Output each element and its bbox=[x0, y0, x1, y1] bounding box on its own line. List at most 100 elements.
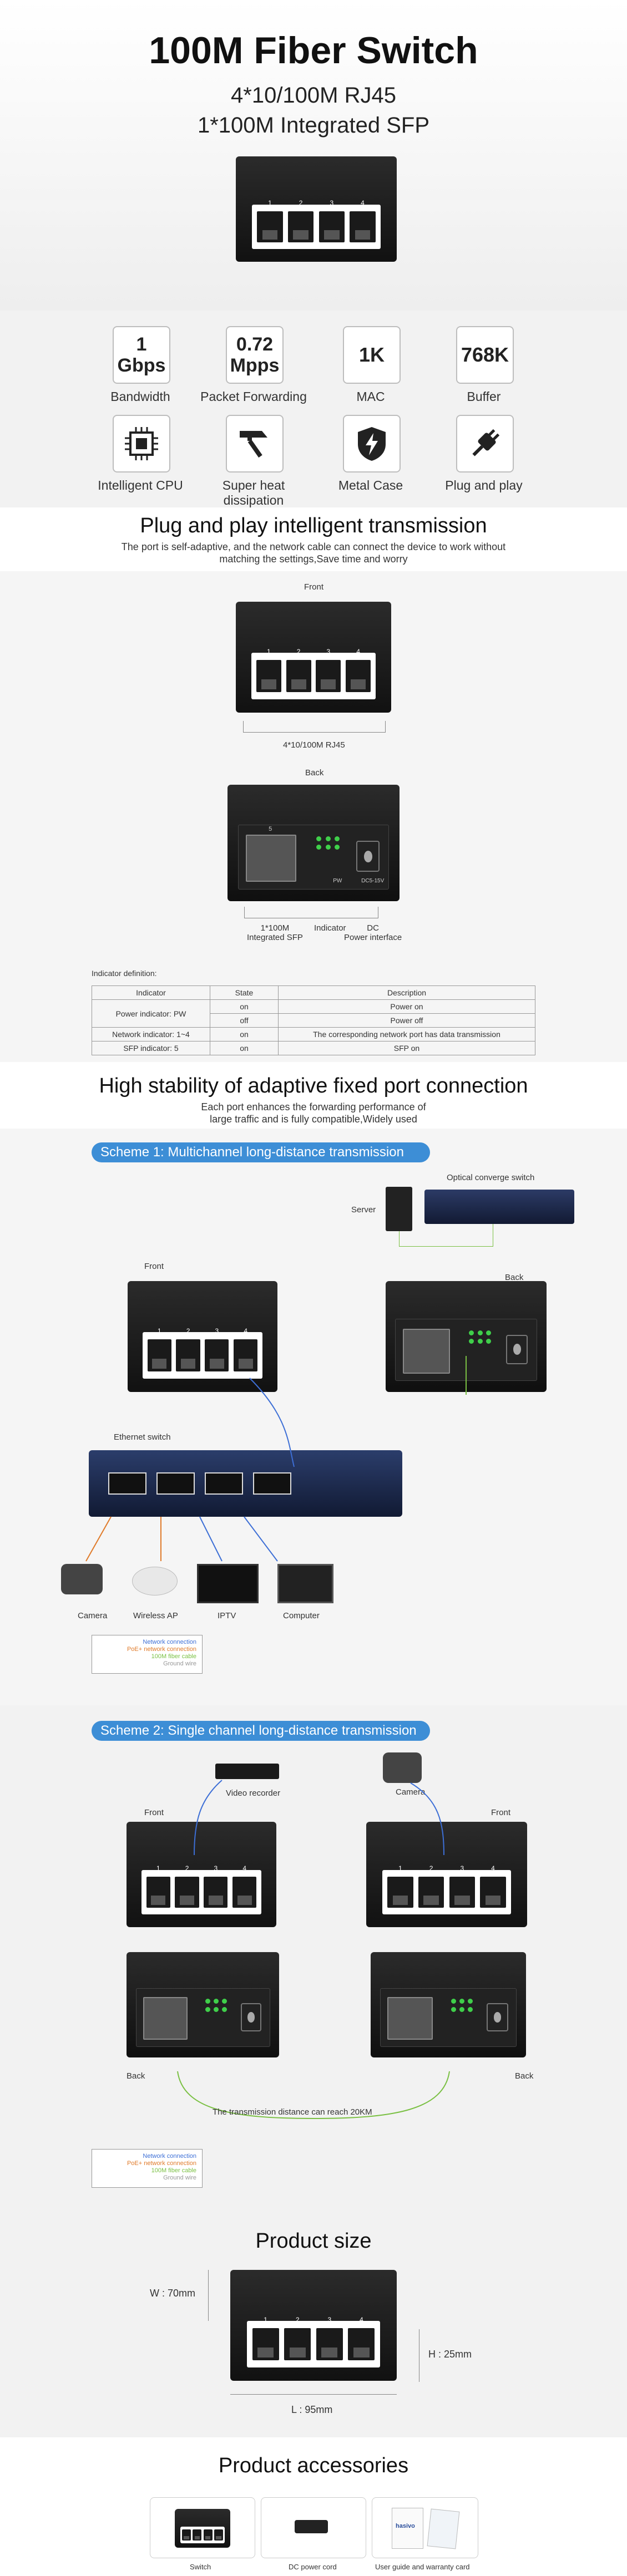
scheme1-section: High stability of adaptive fixed port co… bbox=[0, 1062, 627, 1705]
back-label: Back bbox=[305, 768, 324, 778]
hero-line1: 4*10/100M RJ45 bbox=[231, 83, 396, 108]
scheme2-front-right: 1 2 3 4 bbox=[366, 1822, 527, 1927]
plug-title: Plug and play intelligent transmission bbox=[140, 514, 487, 537]
features-section: 1 Gbps Bandwidth 0.72 Mpps Packet Forwar… bbox=[0, 311, 627, 507]
heat-dissipation-label: Super heat dissipation bbox=[222, 478, 285, 507]
scheme2-legend: Network connection PoE+ network connecti… bbox=[92, 2149, 203, 2188]
accessory-switch-label: Switch bbox=[190, 2563, 211, 2571]
link-server-h bbox=[399, 1246, 493, 1247]
packet-forwarding-label: Packet Forwarding bbox=[200, 389, 307, 404]
stability-title: High stability of adaptive fixed port co… bbox=[99, 1074, 528, 1098]
cpu-icon bbox=[113, 415, 170, 472]
scheme2-back-left bbox=[127, 1952, 279, 2057]
back-label-s1: Back bbox=[505, 1273, 524, 1282]
stability-subtitle: Each port enhances the forwarding perfor… bbox=[201, 1101, 426, 1125]
accessory-guide-card: hasivo bbox=[372, 2497, 478, 2558]
hammer-icon bbox=[226, 415, 284, 472]
back-indicator-label: Indicator bbox=[314, 923, 346, 933]
dc-text: DC5-15V bbox=[361, 877, 385, 884]
scheme1-title: Scheme 1: Multichannel long-distance tra… bbox=[92, 1142, 430, 1162]
guide-brand: hasivo bbox=[396, 2523, 415, 2529]
iptv-icon bbox=[197, 1564, 259, 1603]
scheme1-legend: Network connection PoE+ network connecti… bbox=[92, 1635, 203, 1674]
accessory-guide-label: User guide and warranty card bbox=[375, 2563, 470, 2571]
cpu-label: Intelligent CPU bbox=[98, 478, 183, 492]
ethernet-switch-icon bbox=[89, 1450, 402, 1517]
server-icon bbox=[386, 1187, 412, 1231]
scheme2-links bbox=[177, 1780, 450, 2120]
device-wireless-ap: Wireless AP bbox=[133, 1611, 178, 1620]
video-recorder-label: Video recorder bbox=[226, 1789, 281, 1798]
front-left-label: Front bbox=[144, 1808, 164, 1817]
hero-title: 100M Fiber Switch bbox=[149, 29, 478, 72]
hero-section: 100M Fiber Switch 4*10/100M RJ45 1*100M … bbox=[0, 0, 627, 311]
legend-fiber: 100M fiber cable bbox=[151, 1653, 196, 1660]
optical-switch-icon bbox=[424, 1190, 574, 1224]
distance-label: The transmission distance can reach 20KM bbox=[213, 2107, 372, 2117]
size-section: Product size 1 2 3 4 W : 70mm H : 25mm L… bbox=[0, 2216, 627, 2437]
length-label: L : 95mm bbox=[291, 2404, 333, 2415]
back-dc-label: DC Power interface bbox=[344, 923, 402, 942]
accessory-switch-card bbox=[150, 2497, 255, 2558]
scheme1-bg bbox=[0, 1129, 627, 1705]
front-right-label: Front bbox=[491, 1808, 511, 1817]
plug-section: Plug and play intelligent transmission T… bbox=[0, 507, 627, 1062]
size-title: Product size bbox=[255, 2229, 372, 2253]
metal-case-label: Metal Case bbox=[338, 478, 403, 492]
guide-booklet-icon: hasivo bbox=[392, 2508, 423, 2549]
width-label: W : 70mm bbox=[150, 2288, 196, 2299]
pw-text: PW bbox=[333, 877, 342, 884]
switch-front-image: 1 2 3 4 bbox=[236, 156, 397, 262]
shield-bolt-icon bbox=[343, 415, 401, 472]
indicator-heading: Indicator definition: bbox=[92, 969, 157, 978]
scheme2-front-left: 1 2 3 4 bbox=[127, 1822, 276, 1927]
computer-icon bbox=[277, 1564, 333, 1603]
plug-back-device: 5 PW DC5-15V bbox=[227, 785, 400, 901]
back-right-label: Back bbox=[515, 2071, 534, 2081]
back-bracket bbox=[244, 907, 378, 918]
accessories-title: Product accessories bbox=[218, 2454, 409, 2477]
camera2-label: Camera bbox=[396, 1787, 426, 1797]
power-cord-icon bbox=[295, 2520, 328, 2533]
length-dim-line bbox=[230, 2394, 397, 2395]
front-label-s1: Front bbox=[144, 1262, 164, 1271]
server-label: Server bbox=[351, 1205, 376, 1215]
accessories-section: Product accessories Switch DC power cord… bbox=[0, 2437, 627, 2576]
legend-poe: PoE+ network connection bbox=[127, 1646, 196, 1653]
device-iptv: IPTV bbox=[218, 1611, 236, 1620]
scheme2-back-right bbox=[371, 1952, 526, 2057]
front-bracket bbox=[243, 721, 386, 733]
size-device: 1 2 3 4 bbox=[230, 2270, 397, 2381]
device-computer: Computer bbox=[283, 1611, 320, 1620]
mac-card: 1K bbox=[343, 326, 401, 384]
optical-switch-label: Optical converge switch bbox=[447, 1173, 535, 1182]
device-camera: Camera bbox=[78, 1611, 108, 1620]
camera-icon bbox=[61, 1564, 103, 1594]
wireless-ap-icon bbox=[132, 1567, 178, 1596]
hero-line2: 1*100M Integrated SFP bbox=[197, 113, 430, 138]
front-label: Front bbox=[304, 582, 324, 592]
packet-forwarding-card: 0.72 Mpps bbox=[226, 326, 284, 384]
buffer-label: Buffer bbox=[467, 389, 501, 404]
buffer-card: 768K bbox=[456, 326, 514, 384]
plug-icon bbox=[456, 415, 514, 472]
back-left-label: Back bbox=[127, 2071, 145, 2081]
plug-subtitle: The port is self-adaptive, and the netwo… bbox=[121, 541, 506, 565]
height-label: H : 25mm bbox=[428, 2349, 472, 2360]
link-server bbox=[399, 1231, 400, 1247]
accessory-switch-icon bbox=[175, 2509, 230, 2548]
front-caption: 4*10/100M RJ45 bbox=[283, 740, 345, 750]
plug-front-device: 1 2 3 4 bbox=[236, 602, 391, 713]
scheme2-title: Scheme 2: Single channel long-distance t… bbox=[92, 1721, 430, 1741]
legend-network: Network connection bbox=[143, 1639, 196, 1645]
scheme2-section: Scheme 2: Single channel long-distance t… bbox=[0, 1705, 627, 2216]
accessory-power-card bbox=[261, 2497, 366, 2558]
bandwidth-card: 1 Gbps bbox=[113, 326, 170, 384]
accessory-power-label: DC power cord bbox=[289, 2563, 337, 2571]
ethernet-links bbox=[85, 1356, 467, 1562]
ethernet-switch-label: Ethernet switch bbox=[114, 1432, 171, 1442]
warranty-card-icon bbox=[427, 2508, 460, 2549]
scheme1-front-device: 1 2 3 4 bbox=[128, 1281, 277, 1392]
mac-label: MAC bbox=[356, 389, 385, 404]
